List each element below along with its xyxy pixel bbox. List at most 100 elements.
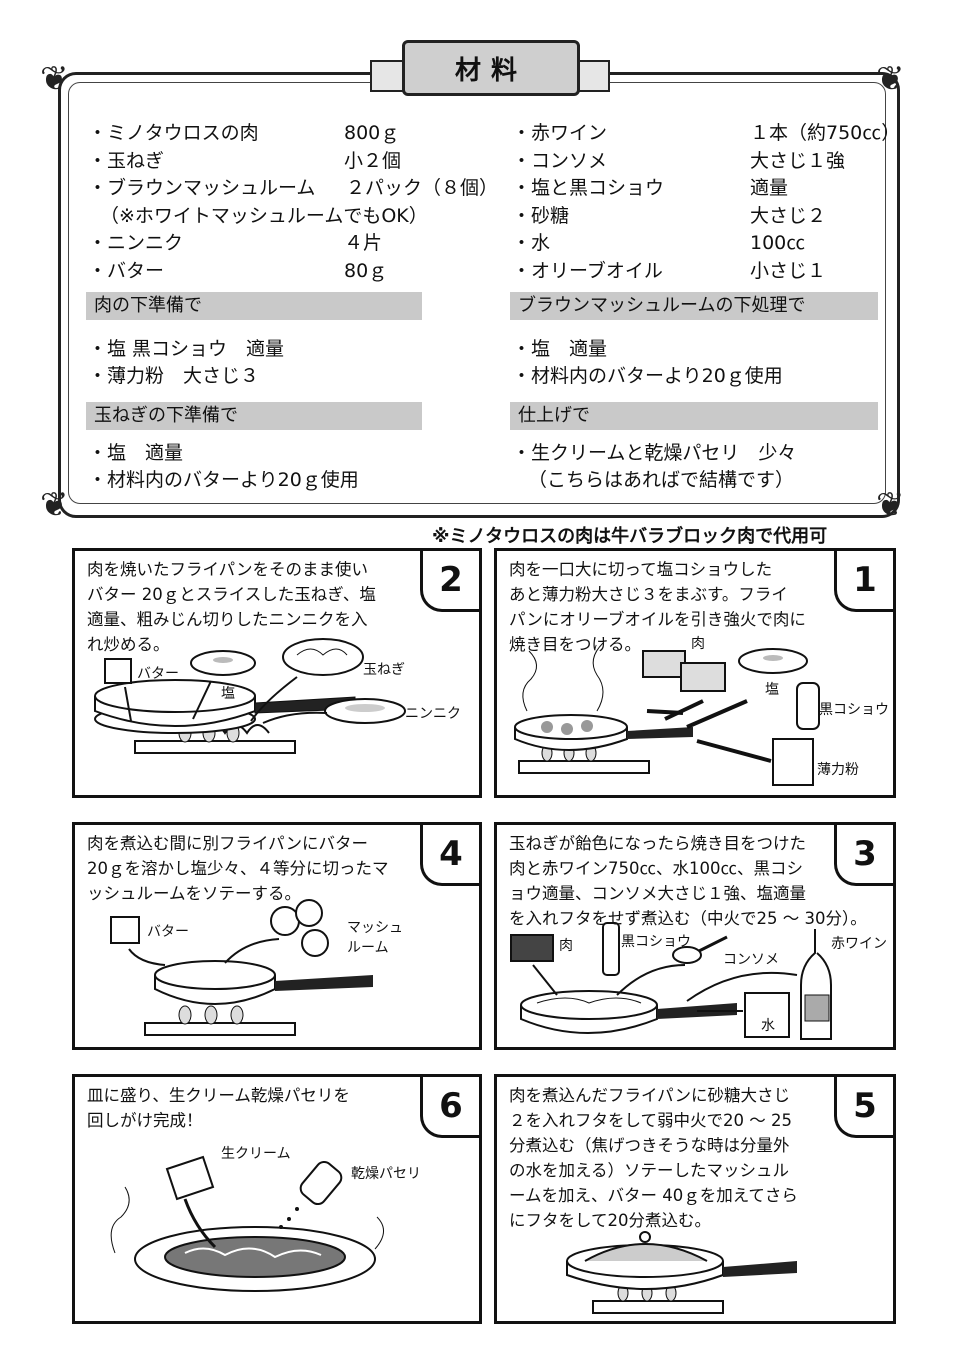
- ingredient-note: （※ホワイトマッシュルームでもOK）: [100, 204, 428, 227]
- step-text-line: 肉を煮込む間に別フライパンにバター: [87, 834, 368, 853]
- step-4-illustration: [110, 899, 373, 1036]
- step-1-illustration: [514, 642, 820, 786]
- ingredient-name: ・バター: [88, 259, 165, 282]
- ingredient-name: ・水: [512, 232, 551, 255]
- step-text-line: バター 20ｇとスライスした玉ねぎ、塩: [87, 585, 376, 604]
- ingredient-name: ・コンソメ: [512, 149, 608, 172]
- label-salt: 塩: [765, 682, 779, 698]
- step-text-line: 肉と赤ワイン750㏄、水100㏄、黒コシ: [509, 859, 803, 878]
- step-text-line: ョウ適量、コンソメ大さじ１強、塩適量: [509, 884, 806, 903]
- ingredients-title: 材料: [402, 40, 580, 96]
- step-panel-5: 肉を煮込んだフライパンに砂糖大さじ ２を入れフタをして弱中火で20 ～ 25 分…: [494, 1074, 896, 1324]
- step-number-4: 4: [420, 825, 479, 886]
- step-5-illustration: [566, 1231, 797, 1314]
- ingredient-amount: 大さじ１強: [750, 149, 846, 172]
- step-4-text: 肉を煮込む間に別フライパンにバター 20ｇを溶かし塩少々、４等分に切ったマ ッシ…: [87, 831, 389, 906]
- step-text-line: ２を入れフタをして弱中火で20 ～ 25: [509, 1111, 792, 1130]
- step-text-line: の水を加える）ソテーしたマッシュル: [509, 1161, 790, 1180]
- step-text-line: 皿に盛り、生クリーム乾燥パセリを: [87, 1086, 350, 1105]
- ingredient-amount: 80ｇ: [344, 259, 388, 282]
- step-3-illustration: [510, 922, 832, 1040]
- ingredient-amount: １本（約750㏄）: [750, 122, 901, 144]
- step-panel-6: 皿に盛り、生クリーム乾燥パセリを 回しがけ完成！ 6 生クリーム 乾燥パセリ: [72, 1074, 482, 1324]
- step-number-3: 3: [834, 825, 893, 886]
- label-black-pepper: 黒コショウ: [621, 934, 691, 950]
- ingredient-name: ・砂糖: [512, 204, 570, 227]
- label-meat: 肉: [691, 636, 705, 652]
- step-1-text: 肉を一口大に切って塩コショウした あと薄力粉大さじ３をまぶす。フライ パンにオリ…: [509, 557, 806, 657]
- step-text-line: 焼き目をつける。: [509, 635, 641, 654]
- section-meat-prep: 肉の下準備で: [86, 292, 422, 320]
- ingredient-amount: ４片: [344, 232, 383, 255]
- label-dried-parsley: 乾燥パセリ: [351, 1166, 421, 1182]
- ingredient-name: ・塩と黒コショウ: [512, 177, 665, 200]
- step-number-6: 6: [420, 1077, 479, 1138]
- step-text-line: 肉を焼いたフライパンをそのまま使い: [87, 560, 368, 579]
- step-text-line: パンにオリーブオイルを引き強火で肉に: [509, 610, 806, 629]
- ornament-top-left: ❦: [40, 59, 69, 99]
- ingredient-amount: 小さじ１: [750, 259, 827, 282]
- ingredient-amount: 800ｇ: [344, 122, 400, 144]
- meat-prep-item: ・薄力粉 大さじ３: [88, 365, 260, 387]
- step-text-line: 玉ねぎが飴色になったら焼き目をつけた: [509, 834, 806, 853]
- step-text-line: ッシュルームをソテーする。: [87, 884, 302, 903]
- step-panel-1: 肉を一口大に切って塩コショウした あと薄力粉大さじ３をまぶす。フライ パンにオリ…: [494, 548, 896, 798]
- step-text-line: 肉を煮込んだフライパンに砂糖大さじ: [509, 1086, 790, 1105]
- label-butter: バター: [147, 924, 189, 940]
- section-onion-prep: 玉ねぎの下準備で: [86, 402, 422, 430]
- label-flour: 薄力粉: [817, 762, 859, 778]
- label-salt: 塩: [221, 686, 235, 702]
- ornament-bottom-right: ❦: [876, 485, 905, 525]
- label-meat: 肉: [559, 938, 573, 954]
- step-panel-3: 玉ねぎが飴色になったら焼き目をつけた 肉と赤ワイン750㏄、水100㏄、黒コシ …: [494, 822, 896, 1050]
- step-number-2: 2: [420, 551, 479, 612]
- step-number-1: 1: [834, 551, 893, 612]
- meat-prep-item: ・塩 黒コショウ 適量: [88, 338, 285, 360]
- onion-prep-item: ・塩 適量: [88, 442, 184, 464]
- step-text-line: 20ｇを溶かし塩少々、４等分に切ったマ: [87, 859, 389, 878]
- ingredient-row: ・玉ねぎ 小２個: [88, 148, 488, 176]
- step-text-line: 回しがけ完成！: [87, 1111, 203, 1130]
- step-text-line: 肉を一口大に切って塩コショウした: [509, 560, 773, 579]
- step-text-line: 適量、粗みじん切りしたニンニクを入: [87, 610, 368, 629]
- finish-item: （こちらはあればで結構です）: [528, 469, 795, 491]
- substitute-note: ※ミノタウロスの肉は牛バラブロック肉で代用可: [432, 526, 828, 547]
- ingredient-amount: 小２個: [344, 149, 402, 172]
- step-text-line: ームを加え、バター 40ｇを加えてさら: [509, 1186, 798, 1205]
- label-mushroom-2: ルーム: [347, 940, 389, 956]
- ingredient-row: ・塩と黒コショウ適量: [512, 175, 872, 203]
- label-fresh-cream: 生クリーム: [221, 1146, 291, 1162]
- label-garlic: ニンニク: [405, 706, 461, 722]
- label-water: 水: [761, 1018, 775, 1034]
- label-red-wine: 赤ワイン: [831, 936, 887, 952]
- onion-prep-item: ・材料内のバターより20ｇ使用: [88, 469, 359, 491]
- step-text-line: れ炒める。: [87, 635, 170, 654]
- mushroom-prep-item: ・材料内のバターより20ｇ使用: [512, 365, 783, 387]
- ingredient-name: ・ニンニク: [88, 232, 184, 255]
- section-mushroom-prep: ブラウンマッシュルームの下処理で: [510, 292, 878, 320]
- step-text-line: あと薄力粉大さじ３をまぶす。フライ: [509, 585, 788, 604]
- ornament-top-right: ❦: [876, 59, 905, 99]
- step-3-text: 玉ねぎが飴色になったら焼き目をつけた 肉と赤ワイン750㏄、水100㏄、黒コシ …: [509, 831, 867, 931]
- step-number-5: 5: [834, 1077, 893, 1138]
- ingredient-row: ・ミノタウロスの肉 800ｇ: [88, 120, 488, 148]
- label-butter: バター: [137, 666, 179, 682]
- ornament-bottom-left: ❦: [40, 485, 69, 525]
- ingredient-name: ・ミノタウロスの肉: [88, 122, 259, 144]
- step-2-illustration: [94, 638, 406, 754]
- step-6-illustration: [110, 1155, 384, 1292]
- finish-item: ・生クリームと乾燥パセリ 少々: [512, 442, 797, 464]
- ingredient-row: ・ニンニク ４片: [88, 230, 488, 258]
- ingredient-name: ・玉ねぎ: [88, 149, 165, 172]
- section-finish: 仕上げで: [510, 402, 878, 430]
- step-5-text: 肉を煮込んだフライパンに砂糖大さじ ２を入れフタをして弱中火で20 ～ 25 分…: [509, 1083, 798, 1233]
- label-black-pepper: 黒コショウ: [819, 702, 889, 718]
- ingredient-row: （※ホワイトマッシュルームでもOK）: [88, 203, 488, 231]
- label-mushroom-1: マッシュ: [347, 920, 403, 936]
- ingredient-row: ・コンソメ 大さじ１強: [512, 148, 872, 176]
- ingredient-row: ・オリーブオイル小さじ１: [512, 258, 872, 286]
